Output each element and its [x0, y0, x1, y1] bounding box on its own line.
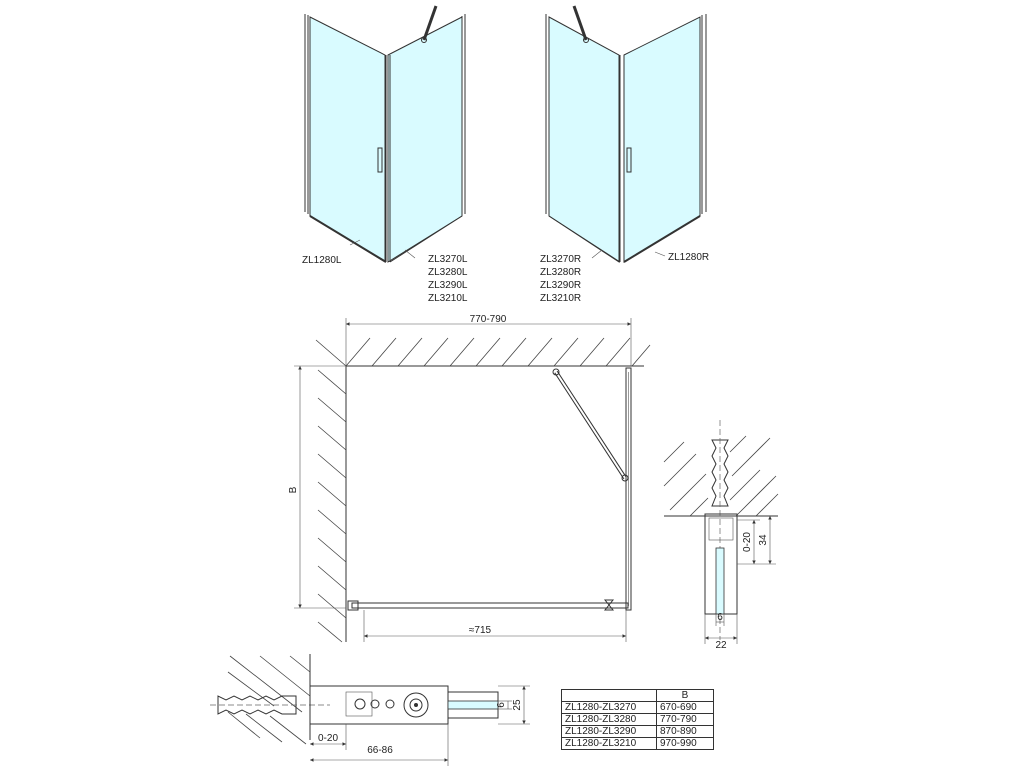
right-panel-label-3: ZL3290R	[540, 280, 581, 291]
left-panel-label-2: ZL3280L	[428, 267, 468, 278]
plan-width-dim: 770-790	[470, 314, 507, 325]
size-table-model: ZL1280-ZL3270	[561, 701, 657, 714]
left-fixed-glass	[387, 16, 463, 263]
right-panel-label-1: ZL3270R	[540, 254, 581, 265]
bottom-length-dim: 66-86	[367, 745, 393, 756]
size-table-range: 970-990	[656, 737, 714, 750]
size-table-header-model	[561, 689, 657, 702]
profile-glass-dim: 6	[717, 612, 723, 623]
left-iso-view: ZL1280L ZL3270L ZL3280L ZL3290L ZL3210L	[302, 5, 468, 304]
wall-anchor	[711, 439, 729, 507]
size-table: B ZL1280-ZL3270 670-690 ZL1280-ZL3280 77…	[561, 689, 714, 750]
plan-door-dim: ≈715	[469, 625, 492, 636]
profile-height-dim: 34	[758, 534, 769, 546]
right-fixed-glass	[548, 16, 620, 263]
size-table-model: ZL1280-ZL3210	[561, 737, 657, 750]
hinge-pivot	[403, 692, 429, 718]
plan-depth-dim: B	[288, 486, 299, 493]
bottom-wall-hatch	[227, 655, 311, 745]
plan-fixed-panel	[625, 367, 632, 611]
plan-door-handle	[603, 599, 615, 611]
size-table-range: 770-790	[656, 713, 714, 726]
stabilizer-bracket-bottom	[621, 474, 629, 482]
right-panel-label-2: ZL3280R	[540, 267, 581, 278]
top-wall-hatch	[345, 337, 651, 367]
bottom-wall-anchor	[217, 695, 297, 715]
left-wall-hatch	[315, 339, 347, 643]
size-table-range: 870-890	[656, 725, 714, 738]
profile-adjust-dim: 0-20	[742, 532, 753, 552]
left-door-glass	[309, 16, 386, 263]
profile-detail: 0-20 34 6 22	[663, 420, 779, 651]
bottom-adjust-dim: 0-20	[318, 733, 338, 744]
right-panel-label-4: ZL3210R	[540, 293, 581, 304]
plan-door-panel	[351, 602, 629, 609]
profile-wall-hatch	[663, 435, 779, 517]
size-table-range: 670-690	[656, 701, 714, 714]
right-door-handle	[626, 147, 632, 173]
bottom-glass	[447, 700, 499, 710]
bottom-height-dim: 25	[512, 699, 523, 711]
left-door-handle	[377, 147, 383, 173]
size-table-header-b: B	[656, 689, 714, 702]
table-row: ZL1280-ZL3270 670-690	[561, 701, 714, 714]
right-door-glass	[623, 16, 701, 263]
table-row: ZL1280-ZL3290 870-890	[561, 725, 714, 738]
size-table-model: ZL1280-ZL3290	[561, 725, 657, 738]
right-iso-view: ZL3270R ZL3280R ZL3290R ZL3210R ZL1280R	[540, 5, 709, 304]
profile-width-dim: 22	[715, 640, 727, 651]
right-part-label: ZL1280R	[668, 252, 709, 263]
left-panel-label-3: ZL3290L	[428, 280, 468, 291]
left-part-label: ZL1280L	[302, 255, 342, 266]
profile-glass	[715, 547, 725, 615]
stabilizer-bracket-top	[552, 368, 560, 376]
left-panel-label-4: ZL3210L	[428, 293, 468, 304]
size-table-model: ZL1280-ZL3280	[561, 713, 657, 726]
size-table-header: B	[561, 689, 714, 702]
table-row: ZL1280-ZL3210 970-990	[561, 737, 714, 750]
bottom-detail: 6 25 0-20 66-86	[210, 654, 530, 766]
bottom-glass-dim: 6	[496, 702, 507, 708]
table-row: ZL1280-ZL3280 770-790	[561, 713, 714, 726]
left-panel-label-1: ZL3270L	[428, 254, 468, 265]
plan-view: 770-790 B ≈715	[288, 314, 651, 643]
